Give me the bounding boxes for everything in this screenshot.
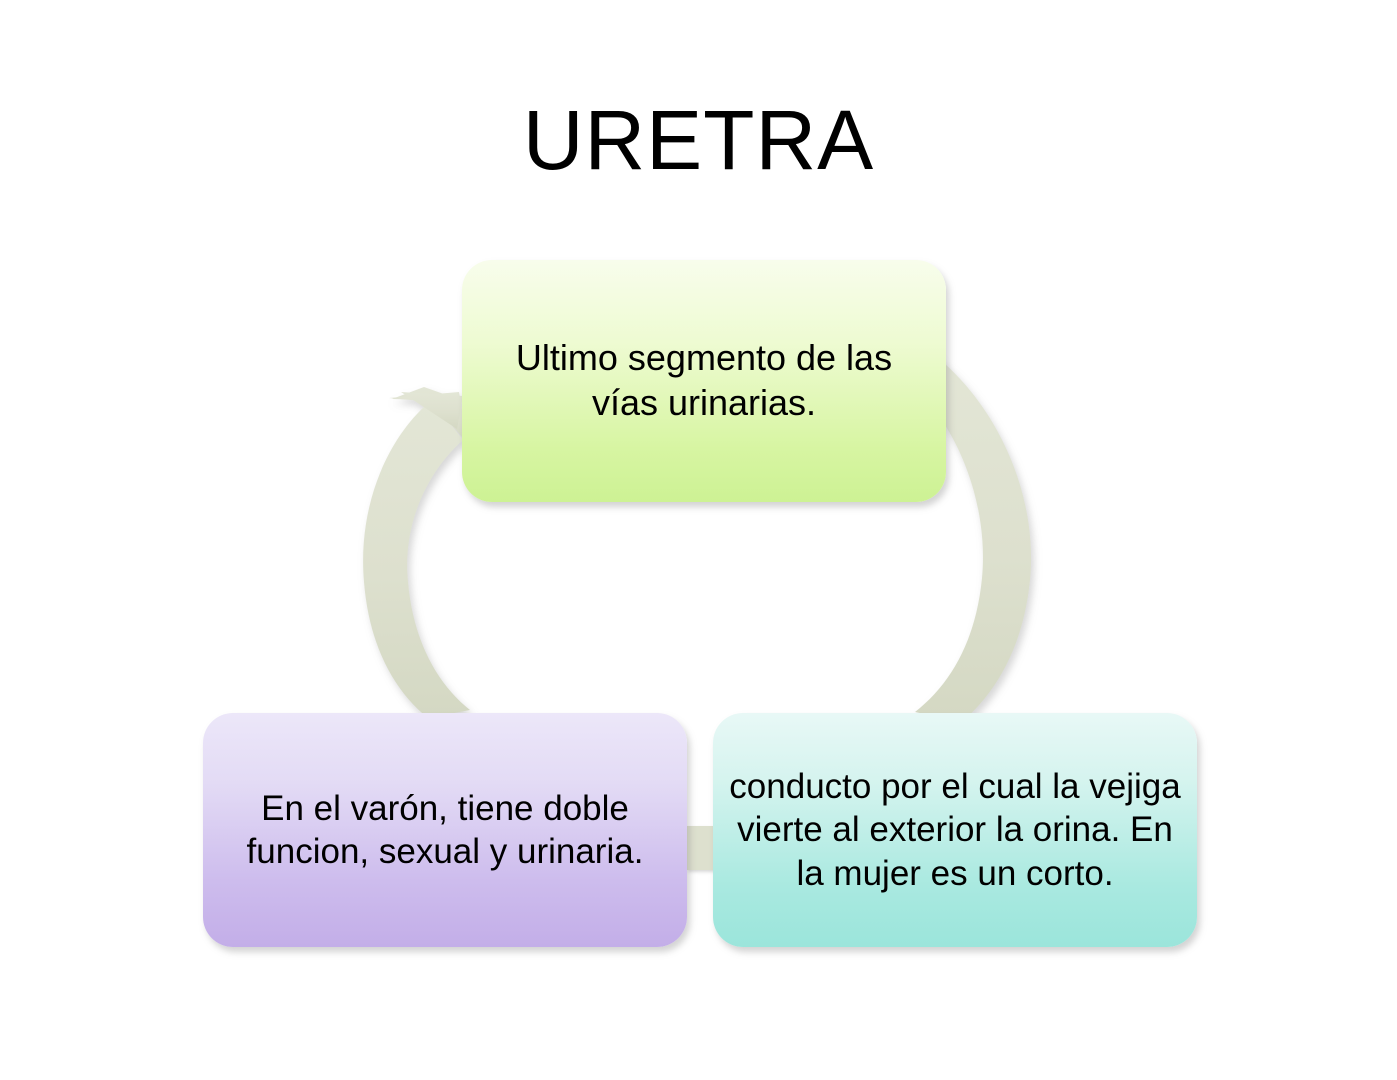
- cycle-node-purple[interactable]: En el varón, tiene doble funcion, sexual…: [203, 713, 687, 947]
- cycle-arrowhead-tip: [401, 392, 463, 429]
- cycle-node-cyan-text: conducto por el cual la vejiga vierte al…: [729, 766, 1181, 893]
- cycle-node-cyan[interactable]: conducto por el cual la vejiga vierte al…: [713, 713, 1197, 947]
- cycle-node-green-text: Ultimo segmento de las vías urinarias.: [515, 337, 893, 423]
- cycle-node-green[interactable]: Ultimo segmento de las vías urinarias.: [462, 260, 946, 502]
- cycle-node-purple-text: En el varón, tiene doble funcion, sexual…: [246, 788, 644, 871]
- cycle-arrowhead-solid: [389, 392, 468, 444]
- page-title: URETRA: [522, 93, 875, 187]
- cycle-arrowhead: [392, 387, 466, 438]
- cycle-arc-left: [363, 400, 470, 718]
- connector-chip: [687, 826, 717, 870]
